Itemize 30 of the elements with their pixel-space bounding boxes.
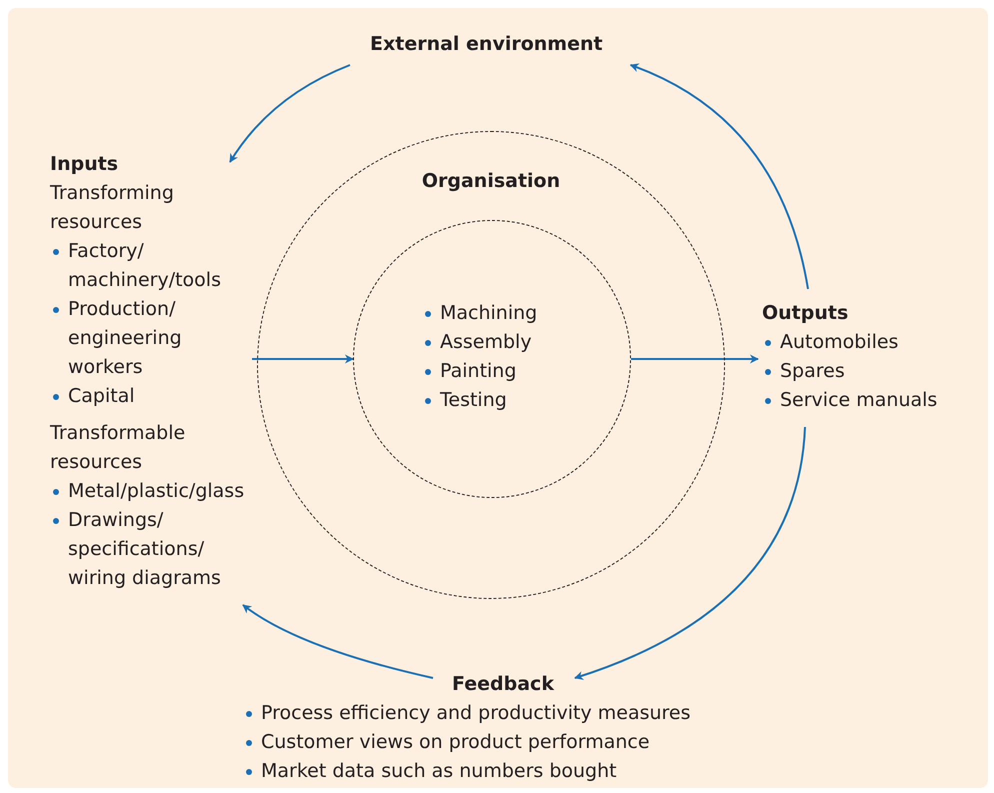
heading: Outputs xyxy=(762,301,850,326)
bullet-item: Process efficiency and productivity measures xyxy=(243,699,763,728)
arrow xyxy=(630,64,809,290)
bullet-item: Factory/ machinery/tools xyxy=(50,237,262,295)
arrow xyxy=(574,426,806,680)
dashed-circle xyxy=(257,131,725,599)
bullet-item: Painting xyxy=(422,357,538,386)
dashed-circle xyxy=(353,220,631,498)
arrow xyxy=(229,64,350,163)
bullet-item: Customer views on product performance xyxy=(243,728,763,757)
arrow xyxy=(631,354,759,364)
heading: External environment xyxy=(370,32,603,57)
bullet-item: Service manuals xyxy=(762,386,977,415)
bullet-item: Drawings/ specifications/ wiring diagrams xyxy=(50,506,262,593)
bullet-item: Automobiles xyxy=(762,328,977,357)
bullet-item: Spares xyxy=(762,357,977,386)
bullet-item: Market data such as numbers bought xyxy=(243,757,763,786)
bullet-item: Testing xyxy=(422,386,538,415)
heading: Feedback xyxy=(451,672,556,697)
bullet-item: Machining xyxy=(422,299,538,328)
arrow xyxy=(242,604,434,679)
bullet-item: Metal/plastic/glass xyxy=(50,477,262,506)
subheading: Transformable resources xyxy=(50,421,186,475)
bullet-item: Assembly xyxy=(422,328,538,357)
bullet-item: Production/ engineering workers xyxy=(50,295,262,382)
heading: Inputs xyxy=(50,152,120,177)
heading: Organisation xyxy=(420,169,562,194)
subheading: Transforming resources xyxy=(50,181,175,235)
bullet-item: Capital xyxy=(50,382,262,411)
arrow xyxy=(252,354,354,364)
